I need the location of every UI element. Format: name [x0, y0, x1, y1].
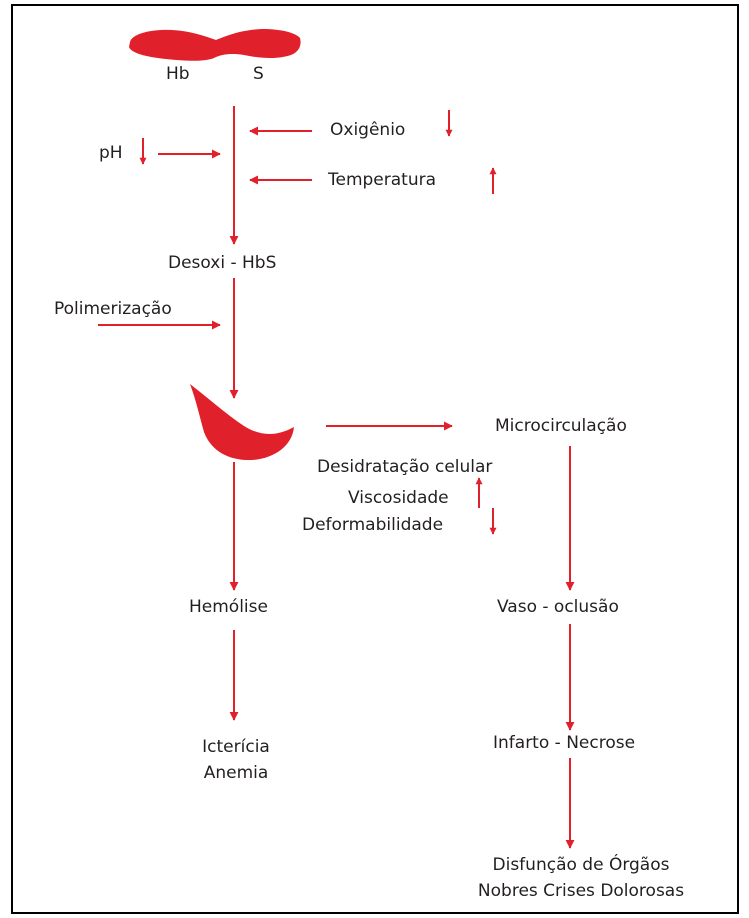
sickle-cell-icon: [190, 384, 294, 461]
desoxi-hbs-label: Desoxi - HbS: [168, 253, 277, 273]
organ-dysfunction-label: Disfunção de Órgãos: [492, 855, 670, 875]
temperature-label: Temperatura: [328, 170, 437, 190]
deformability-label: Deformabilidade: [302, 515, 444, 535]
ph-label: pH: [99, 143, 123, 163]
microcirculation-label: Microcirculação: [495, 416, 627, 436]
painful-crises-label: Nobres Crises Dolorosas: [477, 881, 685, 901]
hemolysis-label: Hemólise: [189, 597, 268, 617]
infarct-necrosis-label: Infarto - Necrose: [493, 733, 636, 753]
hb-label: Hb: [166, 64, 190, 84]
anemia-label: Anemia: [203, 763, 269, 783]
diagram-frame: [11, 4, 739, 914]
hbs-molecule-icon: [129, 29, 301, 61]
viscosity-label: Viscosidade: [348, 488, 449, 508]
vaso-occlusion-label: Vaso - oclusão: [497, 597, 619, 617]
oxygen-label: Oxigênio: [330, 120, 406, 140]
polymerization-label: Polimerização: [54, 299, 172, 319]
jaundice-label: Icterícia: [202, 737, 270, 757]
dehydration-label: Desidratação celular: [317, 457, 493, 477]
s-label: S: [253, 64, 264, 84]
